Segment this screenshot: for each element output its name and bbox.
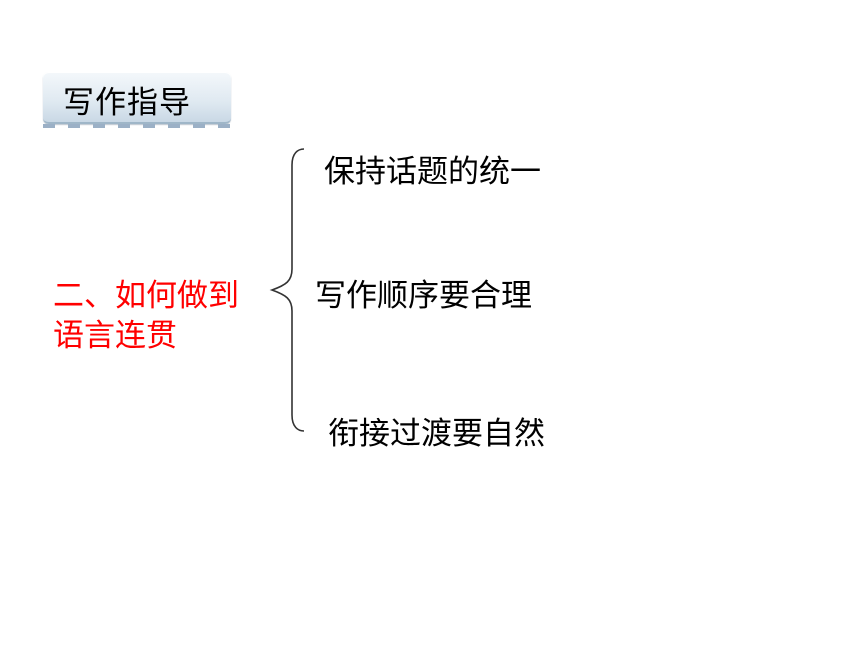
point-topic-unity: 保持话题的统一 <box>324 154 541 190</box>
point-writing-order: 写作顺序要合理 <box>315 278 532 314</box>
page-title: 写作指导 <box>63 85 191 121</box>
topic-heading: 二、如何做到 语言连贯 <box>53 276 239 356</box>
title-tab: 写作指导 <box>43 72 231 124</box>
curly-brace <box>269 148 305 432</box>
point-natural-transition: 衔接过渡要自然 <box>328 416 545 452</box>
title-underline-dashes <box>43 124 233 128</box>
topic-line-2: 语言连贯 <box>53 318 177 354</box>
topic-line-1: 二、如何做到 <box>53 278 239 314</box>
